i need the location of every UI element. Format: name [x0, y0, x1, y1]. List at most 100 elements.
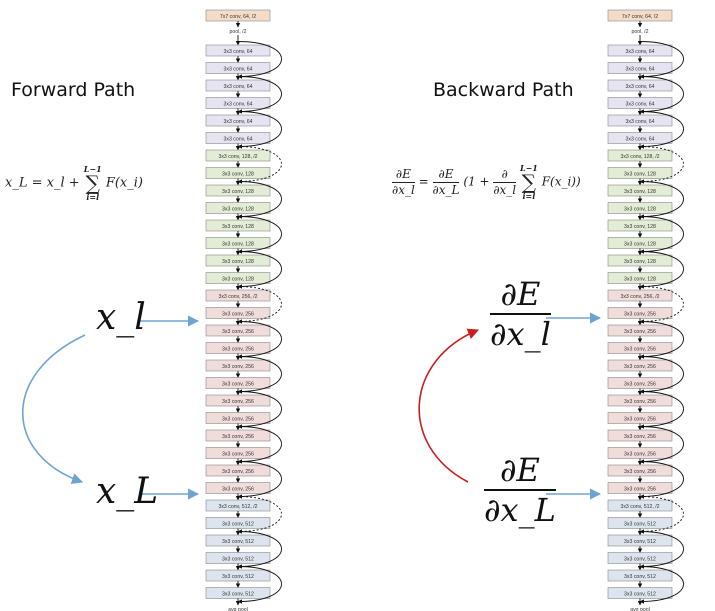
skip-connection-13: [639, 461, 684, 499]
conv-layer-2-label: 3x3 conv, 64: [223, 66, 252, 72]
conv-layer-31-label: 3x3 conv, 512: [222, 574, 254, 580]
conv-layer-25-label: 3x3 conv, 256: [624, 469, 656, 475]
skip-connection-10: [639, 356, 684, 394]
skip-connection-10: [237, 356, 282, 394]
conv-layer-1-label: 3x3 conv, 64: [625, 49, 654, 55]
conv-layer-9-label: 3x3 conv, 128: [222, 189, 254, 195]
forward-formula: x_L = x_l + L−1 ∑ i=l F(x_i): [5, 165, 143, 201]
conv-layer-19-label: 3x3 conv, 256: [222, 364, 254, 370]
backward-formula-frac-1: ∂E ∂x_l: [392, 168, 415, 196]
frac-denominator: ∂x_l: [392, 182, 415, 197]
backward-formula-term: F(x_i)): [541, 174, 581, 189]
skip-connection-8: [237, 286, 282, 324]
conv-layer-23-label: 3x3 conv, 256: [624, 434, 656, 440]
conv-layer-6-label: 3x3 conv, 64: [625, 136, 654, 142]
conv-layer-25-label: 3x3 conv, 256: [222, 469, 254, 475]
skip-connection-7: [639, 251, 684, 289]
conv-layer-11-label: 3x3 conv, 128: [624, 224, 656, 230]
frac-numerator: ∂: [501, 166, 508, 181]
skip-connection-2: [237, 76, 282, 114]
conv-layer-27-label: 3x3 conv, 512, /2: [620, 504, 659, 510]
frac-numerator: ∂E: [395, 166, 411, 181]
avg-pool-label: avg pool: [228, 607, 248, 611]
conv-layer-30-label: 3x3 conv, 512: [624, 556, 656, 562]
skip-connection-3: [237, 111, 282, 149]
pool-label: pool, /2: [631, 29, 648, 35]
conv-layer-20-label: 3x3 conv, 256: [624, 381, 656, 387]
backward-formula-equals: =: [418, 174, 429, 189]
skip-connection-13: [237, 461, 282, 499]
backward-path-heading: Backward Path: [433, 79, 574, 101]
conv-layer-32-label: 3x3 conv, 512: [624, 591, 656, 597]
backward-formula-open: (1 +: [463, 174, 494, 189]
conv-layer-7-label: 3x3 conv, 128, /2: [620, 154, 659, 160]
forward-formula-lhs: x_L = x_l +: [5, 175, 84, 191]
skip-connection-9: [639, 321, 684, 359]
conv-layer-5-label: 3x3 conv, 64: [625, 119, 654, 125]
conv-layer-3-label: 3x3 conv, 64: [625, 84, 654, 90]
skip-connection-16: [237, 566, 282, 604]
backward-formula-sum: L−1 ∑ i=l: [520, 164, 538, 200]
conv-layer-15-label: 3x3 conv, 256, /2: [620, 294, 659, 300]
skip-connection-11: [639, 391, 684, 429]
forward-curved-arrow: [21, 334, 86, 484]
skip-connection-12: [237, 426, 282, 464]
avg-pool-label: avg pool: [630, 607, 650, 611]
backward-formula: ∂E ∂x_l = ∂E ∂x_L (1 + ∂ ∂x_l L−1 ∑ i=l …: [392, 164, 581, 200]
skip-connection-5: [639, 181, 684, 219]
conv-layer-21-label: 3x3 conv, 256: [624, 399, 656, 405]
skip-connection-14: [639, 496, 684, 534]
conv-layer-26-label: 3x3 conv, 256: [222, 486, 254, 492]
skip-connection-1: [237, 41, 282, 79]
forward-sum-lower: i=l: [86, 192, 100, 202]
conv-layer-9-label: 3x3 conv, 128: [624, 189, 656, 195]
grad-L-numerator: ∂E: [499, 451, 540, 489]
conv-layer-16-label: 3x3 conv, 256: [222, 311, 254, 317]
conv-layer-6-label: 3x3 conv, 64: [223, 136, 252, 142]
backward-curved-arrow: [418, 328, 480, 483]
conv-layer-15-label: 3x3 conv, 256, /2: [218, 294, 257, 300]
forward-formula-term: F(x_i): [105, 175, 143, 191]
conv-layer-2-label: 3x3 conv, 64: [625, 66, 654, 72]
conv-layer-30-label: 3x3 conv, 512: [222, 556, 254, 562]
pool-label: pool, /2: [229, 29, 246, 35]
top-conv-block-label: 7x7 conv, 64, /2: [622, 14, 658, 20]
skip-connection-1: [639, 41, 684, 79]
forward-sum-upper: L−1: [83, 164, 102, 174]
resnet-column-backward: 7x7 conv, 64, /2 pool, /2 3x3 conv, 64 3x3 …: [607, 9, 684, 611]
conv-layer-5-label: 3x3 conv, 64: [223, 119, 252, 125]
conv-layer-3-label: 3x3 conv, 64: [223, 84, 252, 90]
backward-formula-frac-3: ∂ ∂x_l: [493, 166, 517, 196]
conv-layer-24-label: 3x3 conv, 256: [624, 451, 656, 457]
label-x-l: x_l: [96, 297, 146, 338]
skip-connection-4: [639, 146, 684, 184]
grad-l-numerator: ∂E: [500, 275, 541, 313]
conv-layer-4-label: 3x3 conv, 64: [223, 101, 252, 107]
frac-numerator: ∂E: [438, 166, 454, 181]
backward-formula-frac-2: ∂E ∂x_L: [432, 166, 460, 196]
skip-connection-2: [639, 76, 684, 114]
conv-layer-8-label: 3x3 conv, 128: [624, 171, 656, 177]
conv-layer-32-label: 3x3 conv, 512: [222, 591, 254, 597]
conv-layer-1-label: 3x3 conv, 64: [223, 49, 252, 55]
forward-formula-sum: L−1 ∑ i=l: [84, 165, 102, 201]
skip-connection-15: [639, 531, 684, 569]
skip-connection-6: [237, 216, 282, 254]
conv-layer-10-label: 3x3 conv, 128: [624, 206, 656, 212]
conv-layer-14-label: 3x3 conv, 128: [222, 276, 254, 282]
skip-connection-7: [237, 251, 282, 289]
label-grad-x-L: ∂E ∂x_L: [484, 454, 556, 526]
conv-layer-20-label: 3x3 conv, 256: [222, 381, 254, 387]
skip-connection-4: [237, 146, 282, 184]
conv-layer-16-label: 3x3 conv, 256: [624, 311, 656, 317]
skip-connection-5: [237, 181, 282, 219]
skip-connection-3: [639, 111, 684, 149]
conv-layer-29-label: 3x3 conv, 512: [222, 539, 254, 545]
forward-path-heading: Forward Path: [11, 79, 136, 101]
conv-layer-31-label: 3x3 conv, 512: [624, 574, 656, 580]
conv-layer-17-label: 3x3 conv, 256: [222, 329, 254, 335]
sigma-symbol: ∑: [521, 170, 537, 194]
conv-layer-17-label: 3x3 conv, 256: [624, 329, 656, 335]
